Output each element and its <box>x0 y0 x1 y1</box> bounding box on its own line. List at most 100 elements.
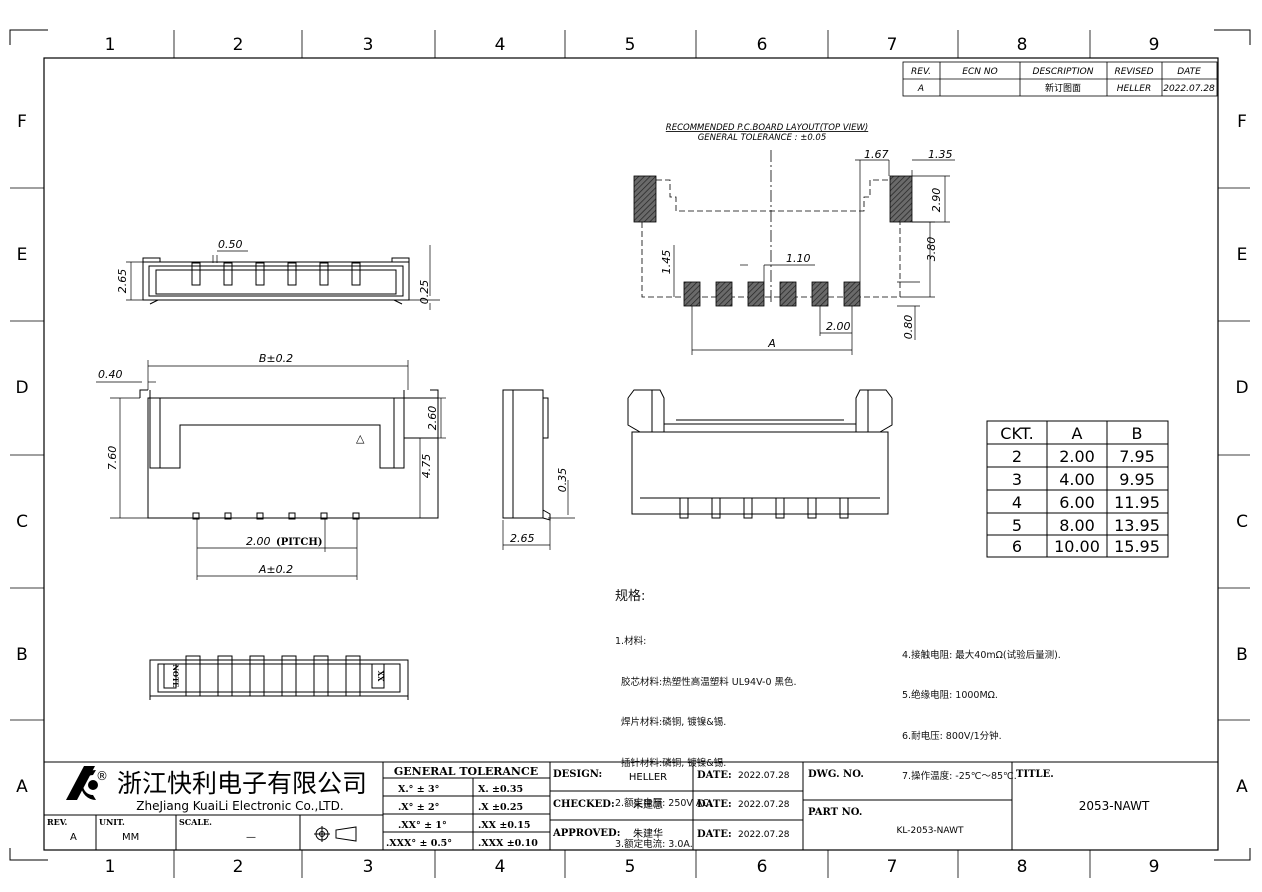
rev-label: REV. <box>47 817 68 827</box>
gt-angle-3: .XXX° ± 0.5° <box>386 838 452 849</box>
unit-label: UNIT. <box>99 817 125 827</box>
pcb-layout-tolerance: GENERAL TOLERANCE : ±0.05 <box>698 133 827 143</box>
dim-pitch-tag: (PITCH) <box>276 537 323 548</box>
polarity-mark: △ <box>356 432 365 445</box>
pcb-layout-view: RECOMMENDED P.C.BOARD LAYOUT(TOP VIEW) G… <box>633 123 955 355</box>
spec-line: 2.额定电压: 250V AC. <box>615 798 712 809</box>
date-label-2: DATE: <box>697 799 732 810</box>
zone-row-right-D: D <box>1235 378 1248 398</box>
company-registered-mark: ® <box>96 769 108 783</box>
company-name-cn: 浙江快利电子有限公司 <box>117 769 367 798</box>
gt-linear-2: .XX ±0.15 <box>478 820 530 831</box>
zone-col-top-1: 1 <box>105 35 116 55</box>
pcb-signal-pad <box>843 281 861 307</box>
zone-col-top-4: 4 <box>495 35 506 55</box>
dim-2-00-pcb: 2.00 <box>826 320 851 333</box>
gt-angle-2: .XX° ± 1° <box>398 820 447 831</box>
part-no-label: PART NO. <box>808 807 862 818</box>
ckt-cell: 9.95 <box>1119 470 1155 489</box>
zone-row-right-B: B <box>1236 645 1248 665</box>
zone-col-bottom-2: 2 <box>233 857 244 877</box>
pcb-signal-pad <box>715 281 733 307</box>
spec-line: 6.耐电压: 800V/1分钟. <box>902 730 1002 742</box>
design-value: HELLER <box>629 772 667 783</box>
zone-col-bottom-8: 8 <box>1017 857 1028 877</box>
date-label-3: DATE: <box>697 829 732 840</box>
dim-3-80: 3.80 <box>925 237 938 262</box>
scale-label: SCALE. <box>179 817 212 827</box>
ckt-cell: 6 <box>1012 537 1022 556</box>
company-logo <box>66 766 98 800</box>
gt-angle-0: X.° ± 3° <box>398 784 439 795</box>
dim-2-65-front: 2.65 <box>116 269 129 294</box>
ckt-cell: 15.95 <box>1114 537 1160 556</box>
zone-col-top-9: 9 <box>1149 35 1160 55</box>
dim-pitch: 2.00 <box>246 535 271 548</box>
pcb-signal-pad <box>779 281 797 307</box>
design-label: DESIGN: <box>553 769 602 780</box>
ckt-table: CKT. A B 2 2.00 7.95 3 4.00 9.95 4 6.00 … <box>986 420 1169 558</box>
spec-left-column: 1.材料: 胶芯材料:热塑性高温塑料 UL94V-0 黑色. 焊片材料:磷铜, … <box>615 608 895 878</box>
rev-row-revised: HELLER <box>1117 84 1151 94</box>
title-label: TITLE. <box>1016 769 1054 780</box>
ckt-header-ckt: CKT. <box>1000 424 1033 443</box>
dim-0-25: 0.25 <box>418 280 431 305</box>
ckt-cell: 8.00 <box>1059 516 1095 535</box>
zone-row-right-F: F <box>1237 112 1247 132</box>
ckt-cell: 2.00 <box>1059 447 1095 466</box>
general-tolerance-title: GENERAL TOLERANCE <box>394 765 538 778</box>
checked-label: CHECKED: <box>553 799 615 810</box>
company-name-en: ZheJiang KuaiLi Electronic Co.,LTD. <box>136 799 343 813</box>
dim-7-60: 7.60 <box>106 446 119 471</box>
ckt-cell: 3 <box>1012 470 1022 489</box>
zone-col-top-5: 5 <box>625 35 636 55</box>
zone-col-bottom-4: 4 <box>495 857 506 877</box>
projection-symbol-icon <box>314 826 357 842</box>
approved-label: APPROVED: <box>552 828 620 839</box>
rev-row-date: 2022.07.28 <box>1163 84 1215 94</box>
dim-b: B±0.2 <box>259 352 293 365</box>
front-view: 0.50 2.65 0.25 <box>116 238 440 310</box>
zone-row-left-E: E <box>17 245 28 265</box>
date-value-2: 2022.07.28 <box>738 800 790 810</box>
zone-row-left-B: B <box>16 645 28 665</box>
revision-table: REV. ECN NO DESCRIPTION REVISED DATE A 新… <box>902 61 1218 97</box>
ckt-header-b: B <box>1132 424 1143 443</box>
spec-line: 焊片材料:磷铜, 镀镍&锡. <box>615 717 727 728</box>
pcb-signal-pad <box>811 281 829 307</box>
pcb-layout-title: RECOMMENDED P.C.BOARD LAYOUT(TOP VIEW) <box>666 123 868 133</box>
gt-linear-3: .XXX ±0.10 <box>478 838 538 849</box>
rev-row-description: 新订图面 <box>1045 82 1081 94</box>
spec-line: 5.绝缘电阻: 1000MΩ. <box>902 690 998 701</box>
zone-row-left-F: F <box>17 112 27 132</box>
spec-right-column: 4.接触电阻: 最大40mΩ(试验后量测). 5.绝缘电阻: 1000MΩ. 6… <box>902 622 1061 879</box>
ckt-cell: 11.95 <box>1114 493 1160 512</box>
ckt-cell: 6.00 <box>1059 493 1095 512</box>
rev-header-revised: REVISED <box>1114 67 1153 77</box>
zone-labels: 1 2 3 4 5 6 7 8 9 1 2 3 4 5 6 7 8 9 F E … <box>15 35 1248 877</box>
top-view: △ B±0.2 0.40 7.60 2.60 4.75 2.00 (PITCH)… <box>96 352 446 580</box>
ckt-cell: 2 <box>1012 447 1022 466</box>
spec-line: 1.材料: <box>615 636 647 647</box>
zone-col-bottom-6: 6 <box>757 857 768 877</box>
side-view: 0.35 2.65 <box>502 389 575 550</box>
part-no-value: KL-2053-NAWT <box>897 826 964 836</box>
dim-a-top: A±0.2 <box>258 563 293 576</box>
spec-line: 3.额定电流: 3.0A. <box>615 838 693 850</box>
pcb-signal-pad <box>683 281 701 307</box>
ckt-cell: 10.00 <box>1054 537 1100 556</box>
zone-row-right-C: C <box>1236 512 1248 532</box>
sheet-frame <box>9 29 1251 878</box>
rev-row-rev: A <box>917 84 924 94</box>
zone-col-top-8: 8 <box>1017 35 1028 55</box>
dim-4-75: 4.75 <box>420 454 433 479</box>
checked-value: 朱建慧 <box>633 798 663 811</box>
zone-row-left-A: A <box>16 777 28 797</box>
zone-col-bottom-9: 9 <box>1149 857 1160 877</box>
zone-col-top-2: 2 <box>233 35 244 55</box>
bottom-tag-left: NOTE <box>171 664 180 687</box>
dim-2-60: 2.60 <box>426 406 439 431</box>
pcb-signal-pad <box>747 281 765 307</box>
